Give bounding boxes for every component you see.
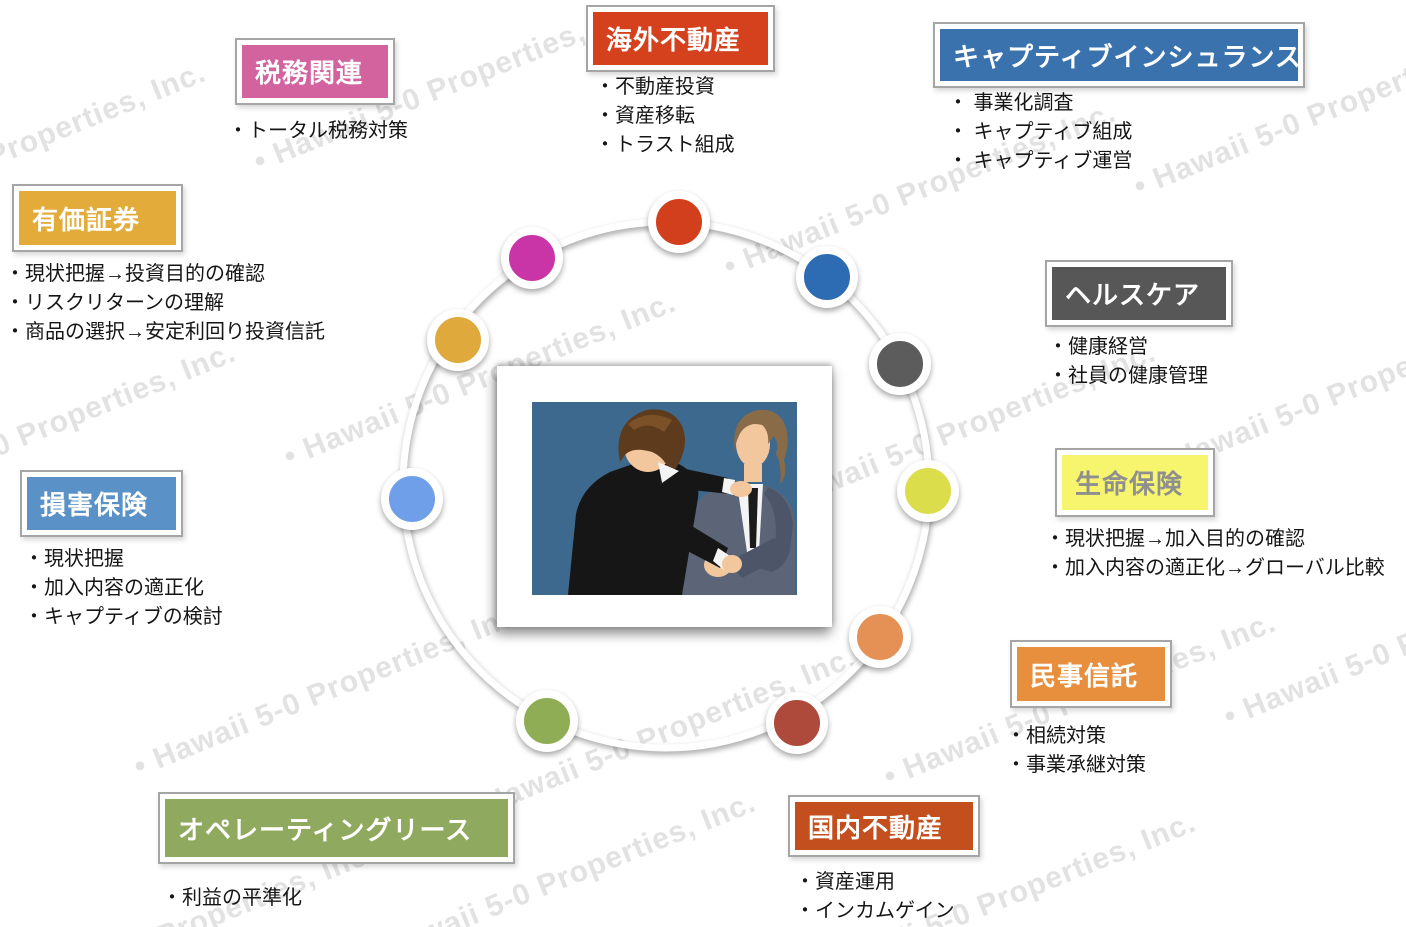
- service-casualty-insurance-box: 損害保険: [20, 470, 183, 537]
- service-healthcare-box: ヘルスケア: [1045, 260, 1233, 327]
- service-tax-related: 税務関連 ・トータル税務対策: [228, 38, 408, 142]
- service-title: ヘルスケア: [1065, 280, 1201, 310]
- bullet-item: ・加入内容の適正化: [24, 577, 204, 599]
- bullet-item: ・商品の選択→安定利回り投資信託: [5, 321, 325, 343]
- bullet-item: ・リスクリターンの理解: [5, 292, 224, 314]
- bullet-item: ・トータル税務対策: [228, 120, 408, 142]
- service-bullets: ・トータル税務対策: [228, 117, 408, 146]
- dot-captive-insurance: [796, 246, 858, 308]
- dot-overseas-real-estate: [648, 191, 710, 253]
- bullet-item: ・相続対策: [1006, 725, 1106, 747]
- service-title: 海外不動産: [606, 25, 742, 55]
- bullet-item: ・キャプティブの検討: [24, 606, 223, 628]
- service-captive-insurance-box: キャプティブインシュランス: [933, 22, 1305, 88]
- businessmen-handshake-illustration: [532, 402, 797, 595]
- service-title: 有価証券: [32, 204, 141, 235]
- bullet-item: ・資産運用: [795, 871, 895, 893]
- service-life-insurance-box: 生命保険: [1055, 448, 1215, 517]
- center-photo: [497, 366, 832, 627]
- service-title: 生命保険: [1075, 469, 1184, 499]
- service-captive-insurance: キャプティブインシュランス ・ 事業化調査 ・ キャプティブ組成 ・ キャプティ…: [933, 22, 1305, 172]
- service-healthcare: ヘルスケア ・健康経営 ・社員の健康管理: [1045, 260, 1233, 387]
- service-bullets: ・健康経営 ・社員の健康管理: [1048, 333, 1208, 391]
- bullet-item: ・ 事業化調査: [948, 92, 1074, 114]
- service-bullets: ・現状把握→投資目的の確認 ・リスクリターンの理解 ・商品の選択→安定利回り投資…: [5, 260, 325, 347]
- service-bullets: ・不動産投資 ・資産移転 ・トラスト組成: [595, 73, 735, 160]
- service-life-insurance: 生命保険 ・現状把握→加入目的の確認 ・加入内容の適正化→グローバル比較: [1045, 448, 1385, 579]
- service-securities: 有価証券 ・現状把握→投資目的の確認 ・リスクリターンの理解 ・商品の選択→安定…: [5, 184, 325, 343]
- bullet-item: ・資産移転: [595, 105, 695, 127]
- dot-healthcare: [869, 333, 931, 395]
- service-title: 損害保険: [40, 490, 149, 520]
- service-domestic-real-estate: 国内不動産 ・資産運用 ・インカムゲイン: [788, 795, 980, 922]
- service-title: 国内不動産: [808, 812, 944, 843]
- dot-casualty-insurance: [381, 468, 443, 530]
- service-casualty-insurance: 損害保険 ・現状把握 ・加入内容の適正化 ・キャプティブの検討: [20, 470, 223, 628]
- dot-tax-related: [501, 227, 563, 289]
- service-securities-box: 有価証券: [12, 184, 183, 252]
- service-civil-trust-box: 民事信託: [1010, 640, 1172, 708]
- dot-operating-lease: [516, 690, 578, 752]
- service-overseas-real-estate-box: 海外不動産: [586, 5, 775, 72]
- service-bullets: ・相続対策 ・事業承継対策: [1006, 722, 1146, 780]
- bullet-item: ・利益の平準化: [162, 887, 302, 909]
- bullet-item: ・不動産投資: [595, 76, 715, 98]
- bullet-item: ・社員の健康管理: [1048, 365, 1208, 387]
- service-title: オペレーティングリース: [178, 814, 473, 845]
- bullet-item: ・現状把握→加入目的の確認: [1045, 528, 1305, 550]
- dot-domestic-real-estate: [766, 692, 828, 754]
- service-bullets: ・現状把握 ・加入内容の適正化 ・キャプティブの検討: [24, 545, 223, 632]
- service-bullets: ・ 事業化調査 ・ キャプティブ組成 ・ キャプティブ運営: [948, 89, 1132, 176]
- service-title: 税務関連: [255, 58, 364, 88]
- service-operating-lease-box: オペレーティングリース: [158, 792, 515, 864]
- service-domestic-real-estate-box: 国内不動産: [788, 795, 980, 857]
- service-bullets: ・利益の平準化: [162, 884, 302, 913]
- bullet-item: ・インカムゲイン: [795, 900, 955, 922]
- bullet-item: ・事業承継対策: [1006, 754, 1146, 776]
- service-civil-trust: 民事信託 ・相続対策 ・事業承継対策: [1006, 640, 1172, 776]
- dot-civil-trust: [849, 606, 911, 668]
- dot-securities: [427, 309, 489, 371]
- service-tax-related-box: 税務関連: [235, 38, 395, 105]
- dot-life-insurance: [897, 460, 959, 522]
- service-overseas-real-estate: 海外不動産 ・不動産投資 ・資産移転 ・トラスト組成: [586, 5, 775, 156]
- bullet-item: ・トラスト組成: [595, 134, 735, 156]
- bullet-item: ・現状把握→投資目的の確認: [5, 263, 265, 285]
- bullet-item: ・現状把握: [24, 548, 124, 570]
- service-operating-lease: オペレーティングリース ・利益の平準化: [158, 792, 515, 909]
- service-bullets: ・資産運用 ・インカムゲイン: [795, 868, 955, 926]
- bullet-item: ・健康経営: [1048, 336, 1148, 358]
- bullet-item: ・ キャプティブ組成: [948, 121, 1133, 143]
- bullet-item: ・加入内容の適正化→グローバル比較: [1045, 557, 1385, 579]
- service-bullets: ・現状把握→加入目的の確認 ・加入内容の適正化→グローバル比較: [1045, 525, 1385, 583]
- service-title: キャプティブインシュランス: [953, 41, 1302, 72]
- service-title: 民事信託: [1030, 660, 1139, 691]
- bullet-item: ・ キャプティブ運営: [948, 150, 1133, 172]
